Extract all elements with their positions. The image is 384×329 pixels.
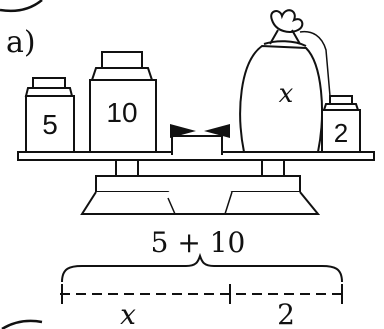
segment-2-label: 2 (277, 298, 295, 329)
scale-base-bottom (82, 192, 318, 214)
segment-x-label: x (120, 298, 136, 329)
part-label: a) (6, 25, 36, 60)
top-brace (62, 256, 342, 282)
weight-5-label: 5 (42, 109, 58, 140)
bag-label: x (279, 79, 294, 109)
corner-arc-bottom (2, 321, 42, 329)
weight-10: 10 (90, 52, 156, 152)
corner-arc-top (0, 0, 42, 11)
left-support (116, 160, 138, 176)
bag-x: x (240, 10, 330, 152)
weight-2-label: 2 (334, 118, 348, 148)
equation-top: 5 + 10 (151, 226, 246, 259)
weight-2: 2 (322, 96, 360, 152)
weight-10-label: 10 (106, 97, 137, 128)
scale-column (172, 136, 222, 155)
weight-5: 5 (26, 78, 74, 152)
right-support (262, 160, 284, 176)
